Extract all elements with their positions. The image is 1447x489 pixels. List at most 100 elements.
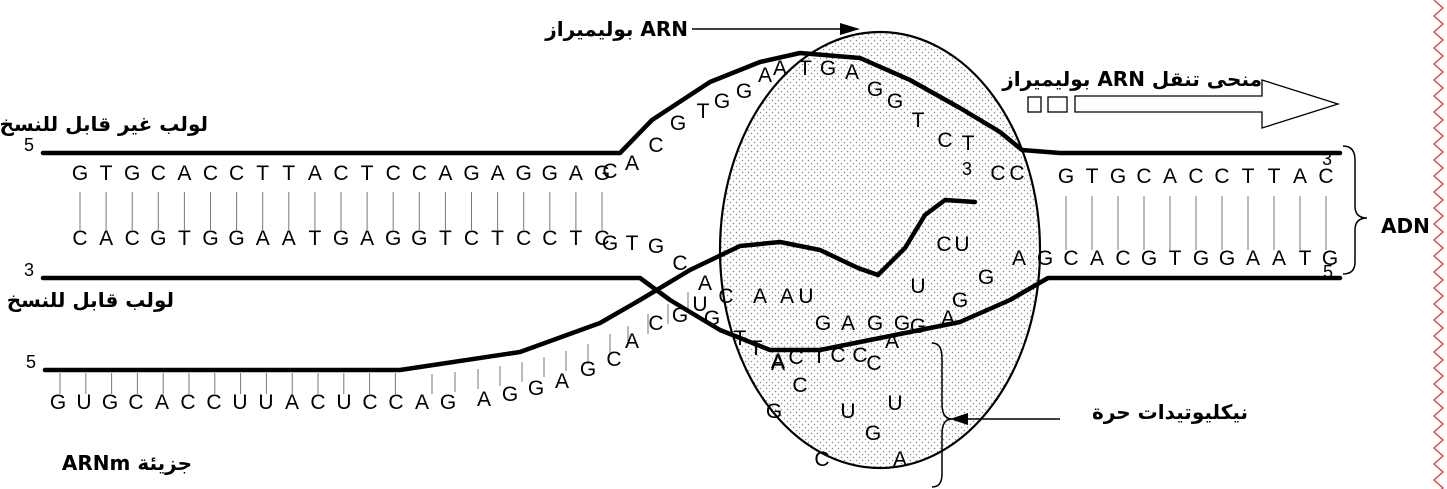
coding-nucleotide: G <box>670 112 686 135</box>
template-nucleotide: T <box>491 227 504 250</box>
template-nucleotide: G <box>385 227 401 250</box>
template-nucleotide: G <box>1141 247 1157 270</box>
template-3-prime-label: 3 <box>24 260 34 280</box>
coding-strand-label: لولب غير قابل للنسخ <box>0 112 208 136</box>
coding-nucleotide: C <box>386 162 401 185</box>
mrna-nucleotide: U <box>692 293 707 316</box>
page-border-zigzag <box>1433 0 1444 489</box>
free-nucleotide: G <box>865 422 881 445</box>
base-pair-ticks <box>59 192 1327 394</box>
coding-nucleotide: C <box>648 134 663 157</box>
coding-nucleotide: C <box>1136 165 1151 188</box>
coding-nucleotide: C <box>990 162 1005 185</box>
template-nucleotide: A <box>282 227 296 250</box>
coding-nucleotide: C <box>412 162 427 185</box>
rna-polymerase-ellipse <box>718 30 1042 470</box>
mrna-nucleotide: A <box>415 391 429 414</box>
mrna-nucleotide: U <box>76 391 91 414</box>
template-nucleotide: C <box>594 227 609 250</box>
coding-nucleotide: G <box>463 162 479 185</box>
mrna-nucleotide: C <box>362 391 377 414</box>
template-nucleotide: T <box>308 227 321 250</box>
coding-nucleotide: C <box>203 162 218 185</box>
coding-nucleotide: C <box>229 162 244 185</box>
template-nucleotide: T <box>439 227 452 250</box>
coding-strand-line <box>40 50 1343 156</box>
coding-nucleotide: C <box>1318 165 1333 188</box>
free-nucleotide: G <box>766 400 782 423</box>
template-nucleotide: C <box>464 227 479 250</box>
template-nucleotide: T <box>734 327 747 350</box>
coding-nucleotide: A <box>845 61 859 84</box>
coding-nucleotide: G <box>516 162 532 185</box>
coding-nucleotide: T <box>1242 165 1255 188</box>
template-nucleotide: G <box>602 232 618 255</box>
free-nucleotide: A <box>893 448 907 471</box>
template-nucleotide: A <box>1272 247 1286 270</box>
coding-nucleotide: G <box>72 162 88 185</box>
coding-nucleotide: T <box>361 162 374 185</box>
template-nucleotide: G <box>228 227 244 250</box>
coding-nucleotide: G <box>542 162 558 185</box>
rna-nucleotide: U <box>910 275 925 298</box>
template-nucleotide: T <box>813 345 826 368</box>
template-nucleotide: G <box>952 289 968 312</box>
mrna-label: جزيئة ARNm <box>62 451 192 475</box>
mrna-nucleotide: G <box>672 304 688 327</box>
free-nucleotide: U <box>840 400 855 423</box>
free-nucleotide: C <box>792 374 807 397</box>
template-nucleotide: G <box>202 227 218 250</box>
coding-nucleotide: C <box>937 129 952 152</box>
template-nucleotide: G <box>150 227 166 250</box>
template-nucleotide: G <box>648 235 664 258</box>
template-strand-label: لولب قابل للنسخ <box>7 288 174 312</box>
free-nucleotide: C <box>814 448 829 471</box>
mrna-nucleotide: A <box>155 391 169 414</box>
template-nucleotide: A <box>1090 247 1104 270</box>
coding-nucleotide: A <box>758 64 772 87</box>
mrna-nucleotide: G <box>50 391 66 414</box>
rna-nucleotide: G <box>894 312 910 335</box>
mrna-nucleotide: G <box>440 391 456 414</box>
mrna-nucleotide: C <box>180 391 195 414</box>
template-nucleotide: C <box>830 344 845 367</box>
direction-label: منحى تنقل ARN بوليميراز <box>1001 67 1262 91</box>
coding-nucleotide: C <box>1214 165 1229 188</box>
rna-nucleotide: U <box>954 233 969 256</box>
coding-nucleotide: G <box>736 80 752 103</box>
direction-arrow <box>1027 79 1341 129</box>
template-nucleotide: C <box>1063 247 1078 270</box>
template-nucleotide: G <box>978 266 994 289</box>
free-nucleotide: C <box>866 352 881 375</box>
adn-brace <box>1342 145 1368 275</box>
template-nucleotide: A <box>1246 247 1260 270</box>
coding-nucleotide: G <box>887 90 903 113</box>
coding-nucleotide: T <box>100 162 113 185</box>
coding-5-prime-label: 5 <box>24 135 34 155</box>
template-nucleotide: T <box>1169 247 1182 270</box>
mrna-nucleotide: G <box>528 377 544 400</box>
template-strand-line <box>40 275 1343 353</box>
rna-nucleotide: G <box>867 312 883 335</box>
mrna-nucleotide: G <box>502 383 518 406</box>
adn-label: ADN <box>1381 214 1430 238</box>
coding-nucleotide: A <box>491 162 505 185</box>
template-nucleotide: T <box>178 227 191 250</box>
template-nucleotide: C <box>125 227 140 250</box>
coding-3-prime-label: 3 <box>1322 149 1332 169</box>
template-nucleotide: G <box>1037 247 1053 270</box>
coding-nucleotide: G <box>594 162 610 185</box>
template-nucleotide: G <box>333 227 349 250</box>
coding-nucleotide: C <box>151 162 166 185</box>
rna-nucleotide: U <box>798 285 813 308</box>
coding-nucleotide: A <box>625 152 639 175</box>
template-nucleotide: C <box>718 285 733 308</box>
mrna-nucleotide: G <box>580 358 596 381</box>
mrna-nucleotide: C <box>606 348 621 371</box>
coding-nucleotide: T <box>799 57 812 80</box>
template-nucleotide: T <box>1299 247 1312 270</box>
template-nucleotide: A <box>256 227 270 250</box>
mrna-strand-line <box>42 197 978 373</box>
